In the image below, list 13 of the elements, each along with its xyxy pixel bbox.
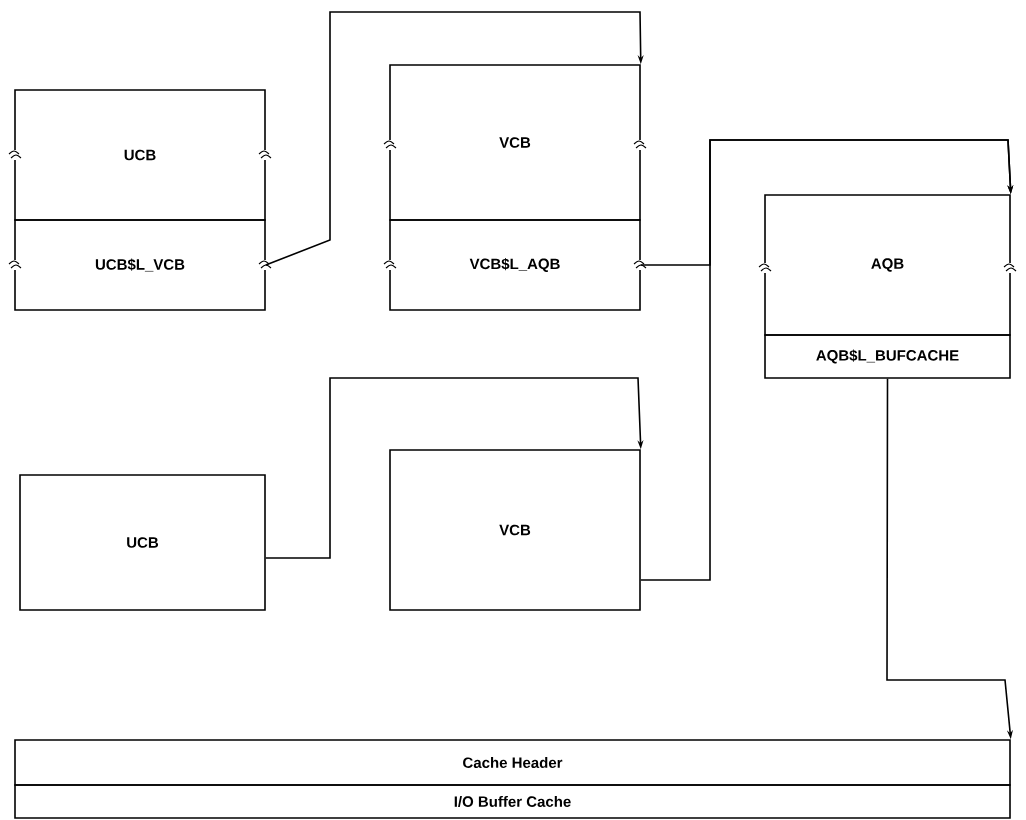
arrow bbox=[640, 139, 1014, 581]
record-box: AQB$L_BUFCACHE bbox=[764, 334, 1011, 379]
record-box: UCB$L_VCB bbox=[14, 219, 266, 311]
record-box: Cache Header bbox=[14, 739, 1011, 786]
record-box: VCB bbox=[389, 449, 641, 611]
arrow bbox=[265, 11, 644, 266]
arrow bbox=[265, 377, 644, 559]
record-box: VCB bbox=[389, 64, 641, 221]
record-box: UCB bbox=[14, 89, 266, 221]
record-box: UCB bbox=[19, 474, 266, 611]
record-box: AQB bbox=[764, 194, 1011, 336]
record-box: VCB$L_AQB bbox=[389, 219, 641, 311]
record-box: I/O Buffer Cache bbox=[14, 784, 1011, 819]
